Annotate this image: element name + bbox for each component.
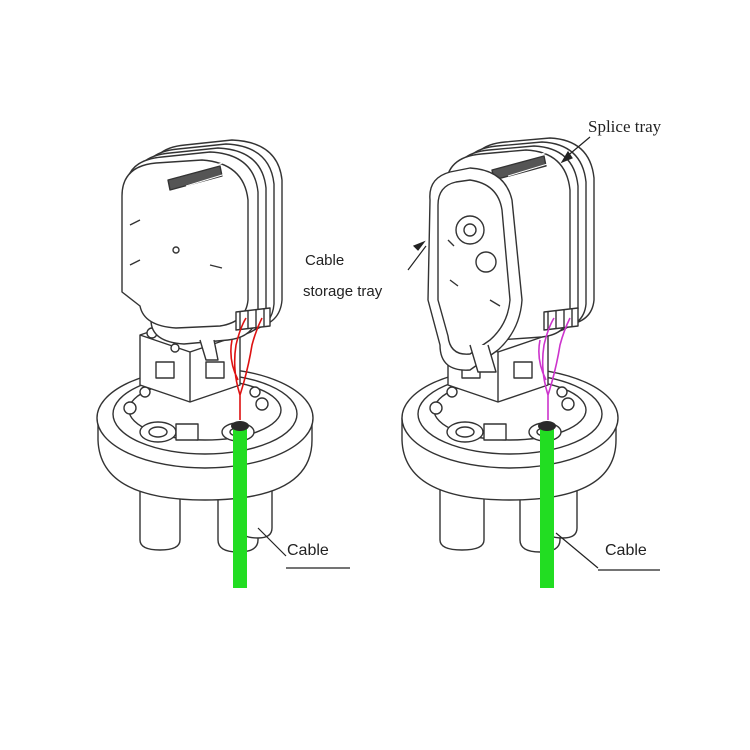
cable-right xyxy=(540,425,554,588)
cable-left xyxy=(233,425,247,588)
cable-storage-tray-label-line2: storage tray xyxy=(303,283,383,300)
splice-tray-label: Splice tray xyxy=(588,117,662,136)
cable-label-right: Cable xyxy=(605,542,647,559)
leader-lines xyxy=(257,136,660,571)
left-closure xyxy=(96,139,314,553)
right-closure xyxy=(401,137,619,553)
cable-storage-tray-label-line1: Cable xyxy=(305,252,345,269)
fibers xyxy=(230,317,571,420)
cable-label-left: Cable xyxy=(287,542,329,559)
